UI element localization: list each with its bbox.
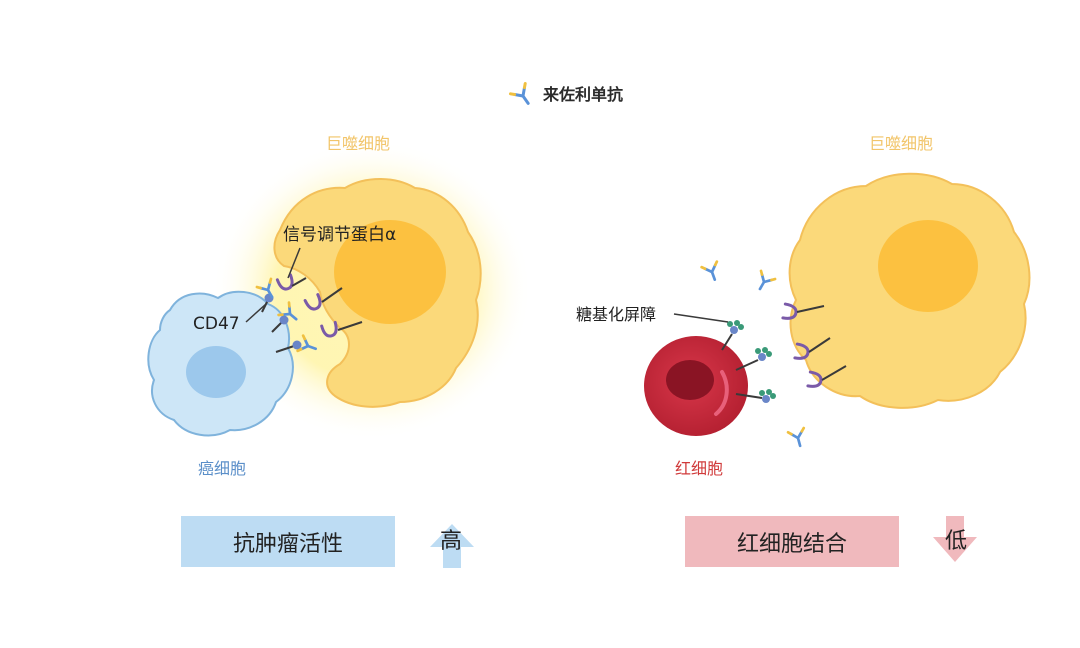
cd47-heads — [264, 293, 302, 350]
sirp-receptors — [275, 273, 363, 340]
macrophage-right-label: 巨噬细胞 — [869, 134, 934, 153]
cd47-leader — [245, 303, 267, 323]
rbc-highlight — [714, 370, 729, 416]
right-receptors — [781, 302, 847, 390]
sirp-leader — [287, 247, 301, 279]
macrophage-nucleus — [334, 220, 446, 324]
glycosylation-barrier-label: 糖基化屏障 — [576, 305, 657, 324]
cancer-cell-nucleus — [186, 346, 246, 398]
rbc-binding-box: 红细胞结合 — [685, 516, 899, 567]
cancer-cell-label: 癌细胞 — [198, 459, 247, 478]
antitumor-activity-label: 抗肿瘤活性 — [232, 531, 343, 557]
red-blood-cell-label: 红细胞 — [675, 459, 724, 478]
macrophage-right-nucleus — [878, 220, 978, 312]
up-arrow — [430, 524, 474, 568]
rbc-binding-label: 红细胞结合 — [736, 531, 847, 557]
glyco-leader — [673, 313, 729, 323]
sirp-alpha-label: 信号调节蛋白α — [283, 225, 397, 245]
macrophage-left-label: 巨噬细胞 — [326, 134, 391, 153]
legend-label: 来佐利单抗 — [543, 85, 624, 104]
down-arrow — [933, 516, 977, 562]
high-label: 高 — [440, 529, 463, 554]
rbc-center — [666, 360, 714, 400]
cd47-label: CD47 — [193, 314, 240, 334]
glycan-barrier — [721, 320, 776, 403]
antibody-icon — [508, 81, 538, 111]
antitumor-activity-box: 抗肿瘤活性 — [181, 516, 395, 567]
low-label: 低 — [945, 529, 968, 554]
